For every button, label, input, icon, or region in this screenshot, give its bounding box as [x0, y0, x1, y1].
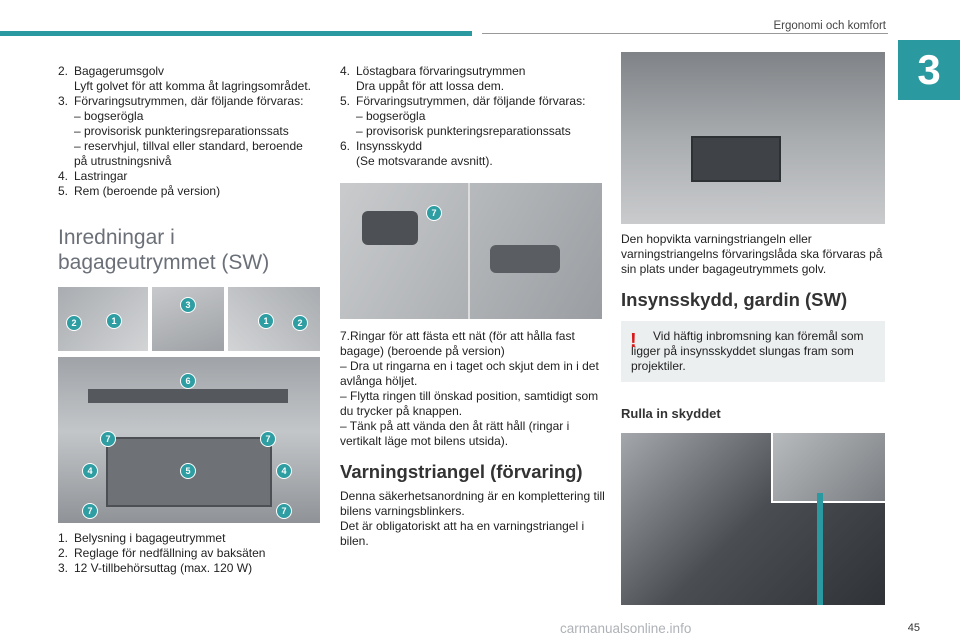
section-heading: Varningstriangel (förvaring): [340, 461, 583, 482]
warning-icon: !: [630, 330, 637, 352]
callout-badge: 7: [276, 503, 292, 519]
list-item-sub: (Se motsvarande avsnitt).: [356, 154, 493, 168]
warning-triangle-image: [621, 52, 885, 224]
callout-badge: 4: [276, 463, 292, 479]
net-ring-image: 7: [340, 183, 602, 319]
header-accent-bar: [0, 31, 472, 36]
section-heading: Inredningar i bagageutrymmet (SW): [58, 226, 270, 274]
callout-badge: 7: [260, 431, 276, 447]
callout-badge: 4: [82, 463, 98, 479]
list-item: 3.Förvaringsutrymmen, där följande förva…: [58, 94, 304, 108]
instruction-step: – Tänk på att vända den åt rätt håll (ri…: [340, 419, 570, 448]
arrow-shape: [817, 493, 823, 605]
trunk-image-right: 1 2: [228, 287, 320, 351]
column-1: 2.Bagagerumsgolv Lyft golvet för att kom…: [58, 64, 320, 576]
legend-list: 1.Belysning i bagageutrymmet 2.Reglage f…: [58, 531, 320, 576]
subsection-heading: Rulla in skyddet: [621, 406, 721, 421]
callout-badge: 2: [292, 315, 308, 331]
list-sub: – bogserögla: [356, 109, 426, 123]
section-title: Ergonomi och komfort: [773, 20, 887, 32]
page-number: 45: [907, 622, 920, 634]
list-item: 3.12 V-tillbehörsuttag (max. 120 W): [58, 561, 253, 575]
trunk-image-middle: 3: [152, 287, 224, 351]
triangle-box-shape: [691, 136, 781, 182]
body-text: Denna säkerhetsanordning är en komplette…: [340, 489, 605, 518]
list-item: 5.Förvaringsutrymmen, där följande förva…: [340, 94, 586, 108]
list-item: 1.Belysning i bagageutrymmet: [58, 531, 226, 545]
column-3: Den hopvikta varningstriangeln eller var…: [621, 52, 885, 605]
list-sub: – reservhjul, tillval eller standard, be…: [74, 139, 303, 153]
warning-box: ! Vid häftig inbromsning kan föremål som…: [621, 321, 885, 382]
callout-badge: 6: [180, 373, 196, 389]
image-divider: [468, 183, 470, 319]
trunk-detail-images: 2 1 3 1 2: [58, 287, 320, 351]
callout-badge: 7: [82, 503, 98, 519]
list-item: 2.Reglage för nedfällning av baksäten: [58, 546, 266, 560]
ring-shape: [490, 245, 560, 273]
instruction-step: – Dra ut ringarna en i taget och skjut d…: [340, 359, 599, 388]
instruction-step: – Flytta ringen till önskad position, sa…: [340, 389, 599, 418]
callout-badge: 1: [258, 313, 274, 329]
list-item: 6.Insynsskydd: [340, 139, 423, 153]
cover-detail-inset: [771, 433, 885, 503]
callout-badge: 7: [100, 431, 116, 447]
list-item: 5.Rem (beroende på version): [58, 184, 221, 198]
list-item: 4.Lastringar: [58, 169, 128, 183]
column-2: 4.Löstagbara förvaringsutrymmen Dra uppå…: [340, 64, 605, 549]
list-item-sub: Lyft golvet för att komma åt lagringsomr…: [74, 79, 311, 93]
trunk-main-image: 6 7 7 4 5 4 7 7: [58, 357, 320, 523]
trunk-image-left: 2 1: [58, 287, 148, 351]
list-sub: – provisorisk punkteringsreparationssats: [356, 124, 571, 138]
callout-badge: 1: [106, 313, 122, 329]
list-sub: på utrustningsnivå: [74, 154, 172, 168]
chapter-number: 3: [898, 40, 960, 100]
section-heading: Insynsskydd, gardin (SW): [621, 289, 848, 310]
callout-badge: 2: [66, 315, 82, 331]
watermark: carmanualsonline.info: [560, 621, 692, 636]
list-sub: – provisorisk punkteringsreparationssats: [74, 124, 289, 138]
header-rule: [482, 33, 888, 34]
list-item-sub: Dra uppåt för att lossa dem.: [356, 79, 505, 93]
ring-text: 7.Ringar för att fästa ett nät (för att …: [340, 329, 575, 358]
body-text: Det är obligatoriskt att ha en varningst…: [340, 519, 585, 548]
cover-shape: [88, 389, 288, 403]
list-sub: – bogserögla: [74, 109, 144, 123]
list-item: 2.Bagagerumsgolv: [58, 64, 165, 78]
image-caption: Den hopvikta varningstriangeln eller var…: [621, 232, 883, 276]
list-item: 4.Löstagbara förvaringsutrymmen: [340, 64, 526, 78]
callout-badge: 5: [180, 463, 196, 479]
warning-text: Vid häftig inbromsning kan föremål som l…: [631, 329, 864, 373]
callout-badge: 3: [180, 297, 196, 313]
ring-shape: [362, 211, 418, 245]
callout-badge: 7: [426, 205, 442, 221]
cover-image: [621, 433, 885, 605]
